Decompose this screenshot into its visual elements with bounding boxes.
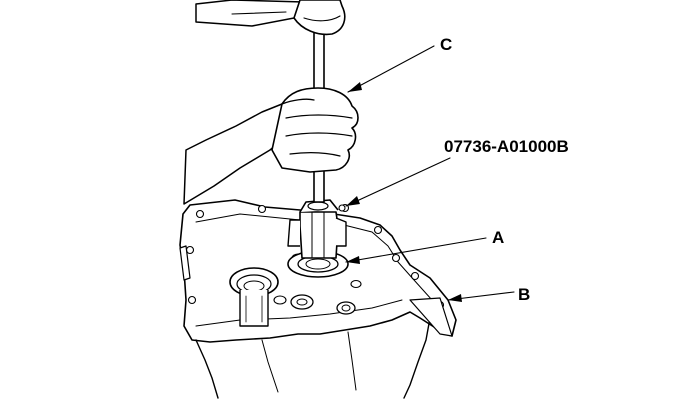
callout-label-c: C [440,35,452,54]
special-tool [287,199,347,259]
callout-label-b: B [518,285,530,304]
bearing-bore [229,267,279,327]
callout-label-a: A [492,228,504,247]
upper-hand-with-hammer [195,0,346,36]
flange-bolt-holes [185,203,445,310]
callout-tool-number: 07736-A01000B [444,137,569,156]
leader-lines [345,45,515,302]
hand [183,87,359,205]
